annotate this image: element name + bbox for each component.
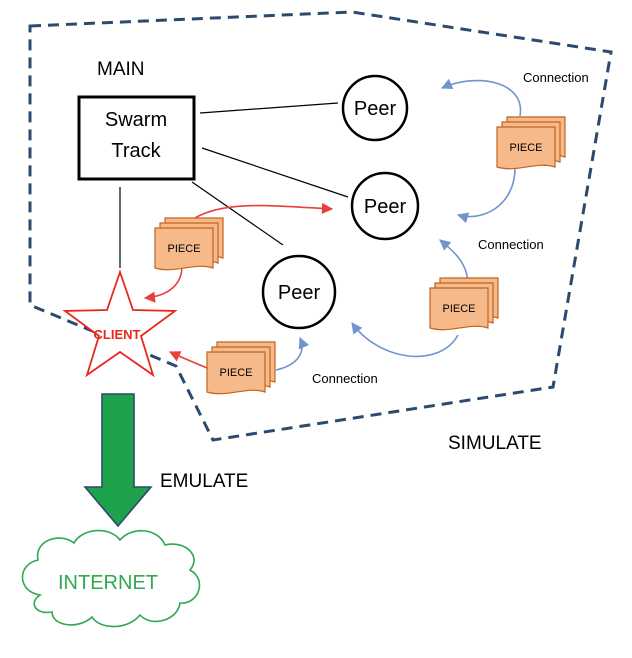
piece-arrow-to-client-1 xyxy=(143,265,183,303)
emulate-label: EMULATE xyxy=(160,471,248,492)
piece-arrow-to-client-2 xyxy=(168,351,213,371)
connection-label-1: Connection xyxy=(523,70,589,85)
tracker-label-line1: Swarm xyxy=(105,109,167,131)
simulate-label: SIMULATE xyxy=(448,433,542,454)
client-star xyxy=(62,269,178,378)
piece-stack-1: PIECE xyxy=(496,116,566,170)
connection-arrow-2 xyxy=(456,167,516,224)
internet-cloud xyxy=(21,529,201,628)
connection-arrow-1 xyxy=(440,78,522,117)
piece-stack-2: PIECE xyxy=(154,217,224,271)
tracker-label-line2: Track xyxy=(111,140,161,162)
piece-stack-4: PIECE xyxy=(206,341,276,395)
tracker-link-peer2 xyxy=(201,147,349,198)
piece-arrow-to-peer xyxy=(194,202,334,219)
connection-arrow-5 xyxy=(275,336,310,371)
piece-stack-3: PIECE xyxy=(429,277,499,331)
tracker-link-peer3 xyxy=(191,181,284,246)
main-label: MAIN xyxy=(97,59,145,80)
piece-label-1: PIECE xyxy=(509,142,542,154)
simulation-boundary xyxy=(28,10,613,442)
client-label: CLIENT xyxy=(94,327,141,342)
connection-label-2: Connection xyxy=(478,237,544,252)
peer-label-3: Peer xyxy=(278,282,321,304)
connection-label-3: Connection xyxy=(312,371,378,386)
peer-node-2 xyxy=(350,171,420,241)
connection-arrow-4 xyxy=(351,322,459,358)
peer-node-1 xyxy=(341,74,409,142)
piece-label-2: PIECE xyxy=(167,243,200,255)
peer-label-1: Peer xyxy=(354,98,397,120)
peer-node-3 xyxy=(261,254,337,330)
tracker-link-peer1 xyxy=(199,102,339,114)
piece-label-4: PIECE xyxy=(219,367,252,379)
swarm-tracker-box xyxy=(77,95,196,181)
emulate-arrow xyxy=(83,393,153,528)
internet-label: INTERNET xyxy=(58,572,158,594)
piece-label-3: PIECE xyxy=(442,303,475,315)
peer-label-2: Peer xyxy=(364,196,407,218)
